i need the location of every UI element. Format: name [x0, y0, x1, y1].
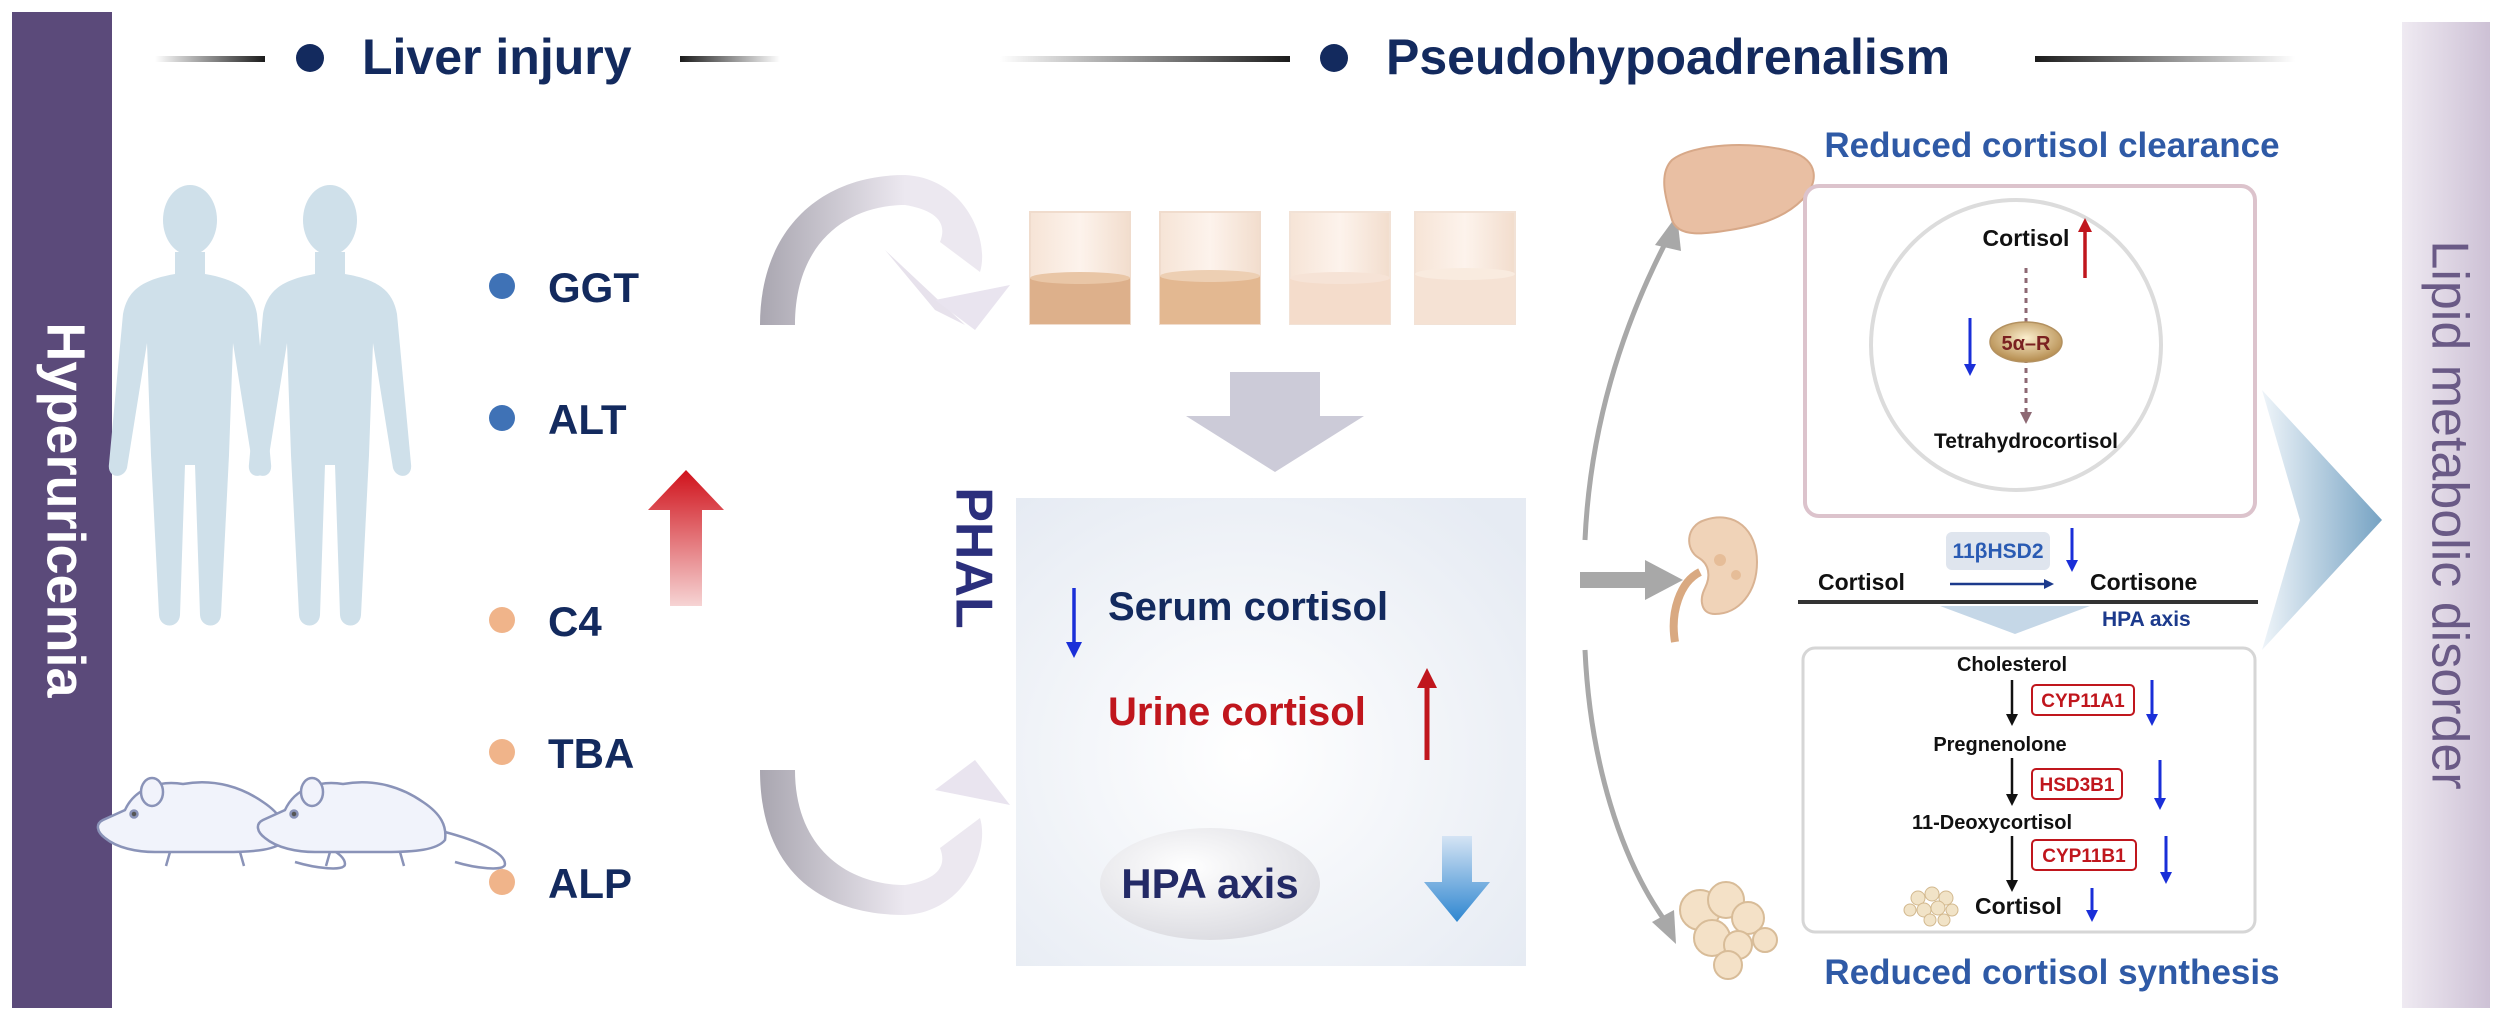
pathway-11-deoxycortisol: 11-Deoxycortisol	[1912, 812, 2072, 834]
pathway-cortisol: Cortisol	[1975, 893, 2062, 919]
mid-cortisone: Cortisone	[2090, 569, 2197, 595]
enzyme-5a-r	[1989, 321, 2063, 363]
adrenal-gland-icon	[1679, 881, 1778, 980]
marker-c4: C4	[489, 598, 602, 645]
enzyme-11bhsd2-label: 11βHSD2	[1952, 540, 2043, 563]
pathway-cholesterol: Cholesterol	[1957, 654, 2067, 676]
pathway-pregnenolone: Pregnenolone	[1933, 734, 2066, 756]
curved-arrow-bottom-icon	[760, 760, 1010, 915]
increase-arrow-icon	[648, 470, 724, 606]
enzyme-cyp11a1: CYP11A1	[2041, 691, 2125, 712]
marker-dot-icon	[489, 405, 515, 431]
curved-arrow-top-icon	[760, 175, 1010, 330]
serum-cortisol-label: Serum cortisol	[1108, 585, 1388, 629]
phal-box: Serum cortisol Urine cortisol HPA axis	[1016, 498, 1526, 966]
marker-dot-icon	[489, 739, 515, 765]
mid-hpa-axis: HPA axis	[2102, 608, 2191, 631]
urine-samples-icon	[1029, 211, 1516, 325]
marker-dot-icon	[489, 607, 515, 633]
down-arrow-icon	[1186, 372, 1364, 472]
hpa-axis-label: HPA axis	[1121, 860, 1298, 907]
marker-alp: ALP	[489, 860, 632, 907]
enzyme-5a-r-label: 5α–R	[2002, 333, 2052, 355]
kidney-icon	[1669, 516, 1759, 643]
marker-dot-icon	[489, 273, 515, 299]
decrease-arrow-icon	[1424, 836, 1490, 922]
clearance-title: Reduced cortisol clearance	[1824, 126, 2279, 165]
human-figures-icon	[108, 185, 412, 626]
adrenal-cells-icon	[1903, 886, 1959, 927]
marker-ggt: GGT	[489, 264, 639, 311]
cortisol-conversion: 11βHSD2 Cortisol Cortisone HPA axis	[1798, 528, 2258, 634]
marker-label: GGT	[548, 264, 639, 311]
hyperuricemia-label: Hyperuricemia	[36, 322, 96, 698]
marker-label: C4	[548, 598, 602, 645]
bullet-icon	[1320, 44, 1348, 72]
enzyme-hsd3b1: HSD3B1	[2040, 775, 2115, 796]
phal-label: PHAL	[944, 487, 1002, 629]
marker-label: ALP	[548, 860, 632, 907]
synthesis-title: Reduced cortisol synthesis	[1824, 953, 2279, 992]
chevron-right-icon	[2262, 390, 2382, 650]
clearance-box: Cortisol 5α–R Tetrahydrocortisol	[1803, 184, 2257, 518]
marker-label: ALT	[548, 396, 627, 443]
marker-label: TBA	[548, 730, 634, 777]
lipid-disorder-bar: Lipid metabolic disorder	[2402, 22, 2490, 1008]
marker-alt: ALT	[489, 396, 627, 443]
hpa-axis-ellipse	[1100, 828, 1320, 940]
hyperuricemia-bar: Hyperuricemia	[12, 12, 112, 1008]
enzyme-cyp11b1: CYP11B1	[2042, 846, 2126, 867]
lipid-disorder-label: Lipid metabolic disorder	[2420, 240, 2478, 789]
liver-icon	[1663, 144, 1815, 235]
circle-product: Tetrahydrocortisol	[1934, 430, 2118, 453]
marker-list: GGT ALT C4 TBA ALP	[489, 264, 639, 907]
bullet-icon	[296, 44, 324, 72]
liver-injury-title: Liver injury	[362, 29, 632, 85]
circle-cortisol: Cortisol	[1983, 225, 2070, 251]
marker-dot-icon	[489, 869, 515, 895]
mice-icon	[96, 776, 507, 870]
urine-cortisol-label: Urine cortisol	[1108, 690, 1366, 734]
organ-arrows	[1580, 215, 1683, 944]
mid-cortisol: Cortisol	[1818, 569, 1905, 595]
synthesis-box: Cholesterol CYP11A1 Pregnenolone HSD3B1 …	[1801, 646, 2257, 934]
liver-injury-header: Liver injury	[155, 29, 780, 85]
pseudo-title: Pseudohypoadrenalism	[1386, 29, 1950, 85]
marker-tba: TBA	[489, 730, 634, 777]
pseudo-header: Pseudohypoadrenalism	[1000, 29, 2295, 85]
